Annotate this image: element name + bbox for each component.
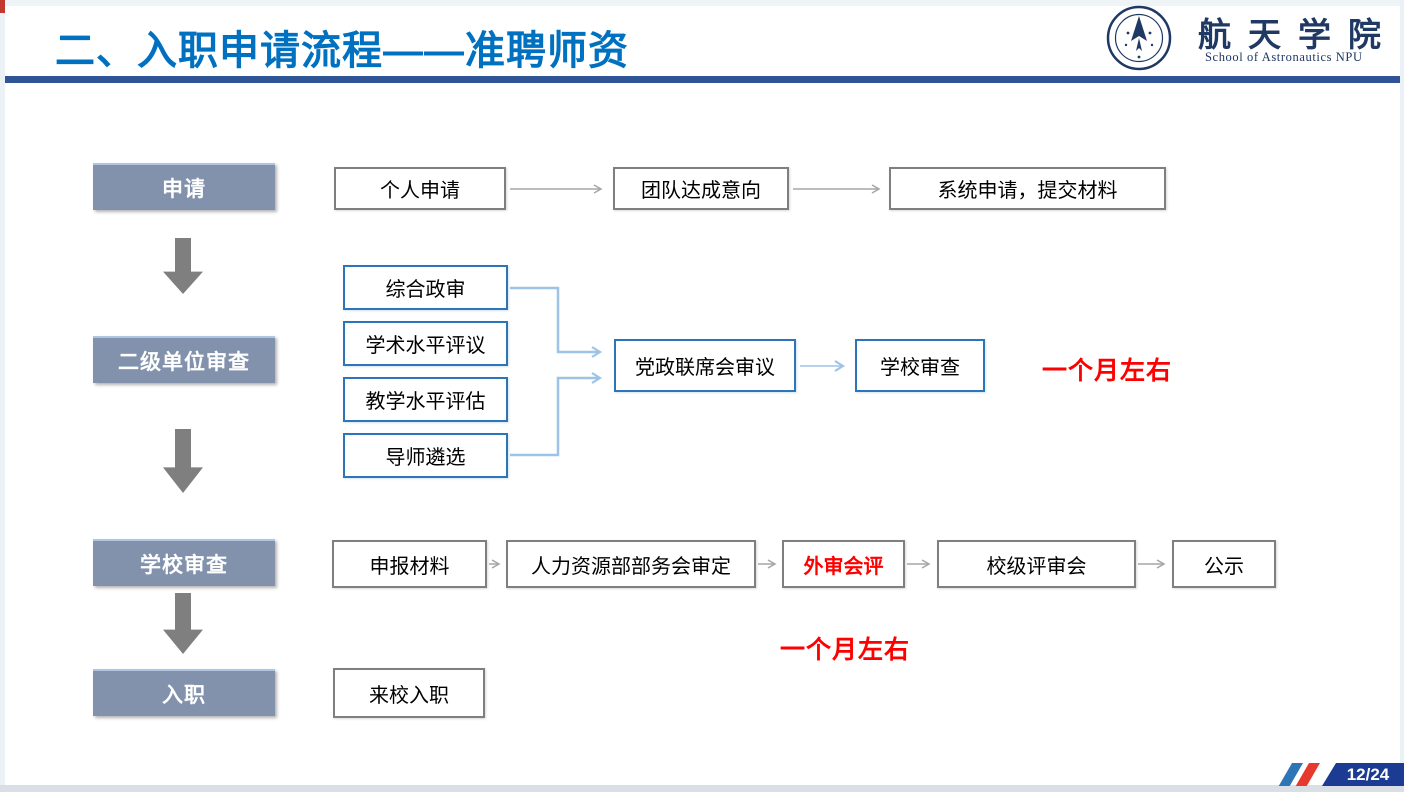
corner-red-mark (0, 0, 5, 13)
stage-box-unit-review: 二级单位审查 (93, 336, 275, 383)
node-school-review-step: 学校审查 (855, 339, 985, 392)
node-hr-meeting: 人力资源部部务会审定 (506, 540, 756, 588)
node-teaching-evaluation: 教学水平评估 (343, 377, 508, 422)
node-publicity: 公示 (1172, 540, 1276, 588)
node-academic-evaluation: 学术水平评议 (343, 321, 508, 366)
org-name: 航天学院 (1198, 18, 1398, 54)
org-subtitle: School of Astronautics NPU (1205, 50, 1363, 64)
node-team-agreement: 团队达成意向 (613, 167, 789, 210)
down-arrow-icon (163, 593, 203, 654)
slide-edge-top (0, 0, 1404, 6)
page-title: 二、入职申请流程——准聘师资 (55, 29, 629, 73)
node-personal-application: 个人申请 (334, 167, 506, 210)
school-logo-icon (1106, 5, 1172, 71)
page-number-badge: 12/24 (1322, 763, 1404, 786)
stage-box-apply: 申请 (93, 163, 275, 210)
node-mentor-selection: 导师遴选 (343, 433, 508, 478)
down-arrow-icon (163, 238, 203, 294)
node-school-committee: 校级评审会 (937, 540, 1136, 588)
logo-rocket-icon (1131, 16, 1147, 41)
stage-box-onboard: 入职 (93, 669, 275, 716)
connector-bottom (510, 372, 603, 457)
node-political-review: 综合政审 (343, 265, 508, 310)
node-system-application: 系统申请，提交材料 (889, 167, 1166, 210)
slide-edge-bottom (0, 785, 1404, 792)
node-come-to-school: 来校入职 (333, 668, 485, 718)
duration-note-school: 一个月左右 (780, 636, 911, 664)
connector-top (510, 286, 603, 358)
node-external-review: 外审会评 (782, 540, 905, 588)
stage-box-school-review: 学校审查 (93, 539, 275, 586)
down-arrow-icon (163, 429, 203, 493)
slide-edge-left (0, 0, 5, 785)
node-materials: 申报材料 (332, 540, 487, 588)
node-joint-meeting: 党政联席会审议 (614, 339, 796, 392)
slide-edge-right (1400, 0, 1404, 785)
title-underline (5, 76, 1400, 83)
duration-note-unit: 一个月左右 (1042, 357, 1173, 385)
